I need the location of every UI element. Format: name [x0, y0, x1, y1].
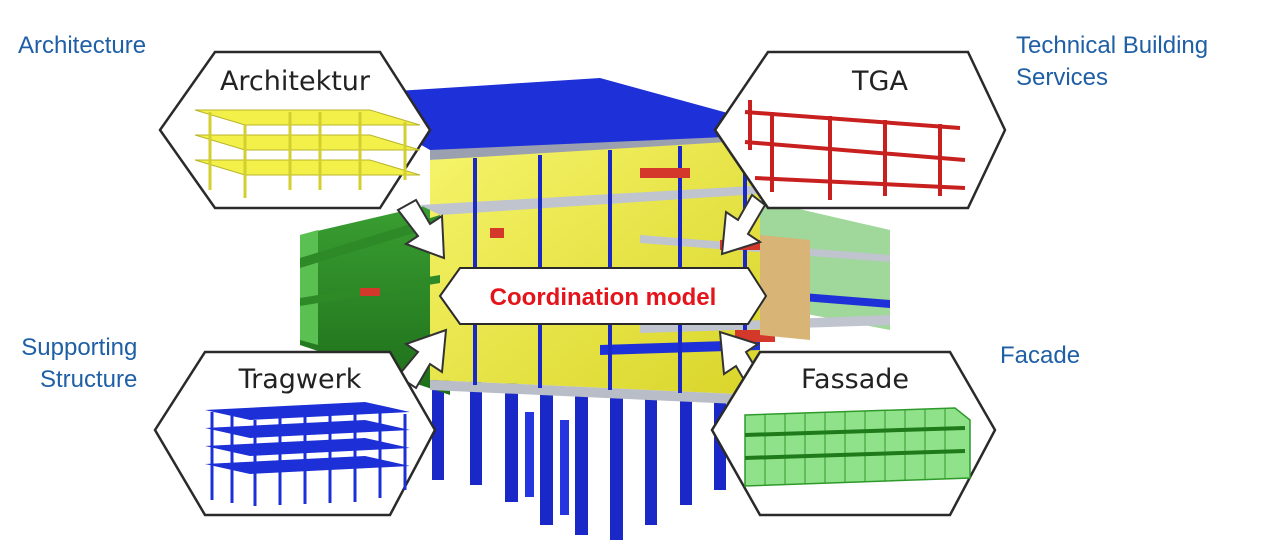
label-technical-building-services: Technical Building Services [1016, 30, 1208, 94]
arrow-icon [396, 193, 767, 392]
hex-architektur-title: Architektur [220, 66, 371, 97]
hex-fassade-title: Fassade [801, 364, 909, 395]
structure-model [205, 402, 410, 506]
label-facade: Facade [1000, 342, 1081, 369]
building-model [300, 78, 890, 540]
label-technical-line1: Technical Building [1016, 32, 1209, 59]
coordination-model-box: Coordination model [438, 267, 768, 325]
facade-model [744, 407, 971, 487]
hex-architektur: Architektur [158, 50, 432, 210]
roof-slab [335, 78, 770, 160]
architecture-model [194, 109, 421, 198]
hex-tga-title: TGA [851, 66, 908, 97]
label-technical-line2: Services [1016, 64, 1109, 91]
hex-fassade: Fassade [710, 350, 997, 517]
label-supporting-line2: Structure [40, 366, 138, 393]
hex-tragwerk-title: Tragwerk [238, 364, 362, 395]
hex-tragwerk: Tragwerk [153, 350, 437, 517]
label-supporting-line1: Supporting [21, 334, 138, 361]
tga-model [744, 100, 966, 200]
center-label: Coordination model [490, 284, 717, 311]
hex-tga: TGA [713, 50, 1007, 210]
label-supporting-structure: Supporting Structure [20, 332, 137, 396]
label-architecture: Architecture [18, 32, 147, 59]
